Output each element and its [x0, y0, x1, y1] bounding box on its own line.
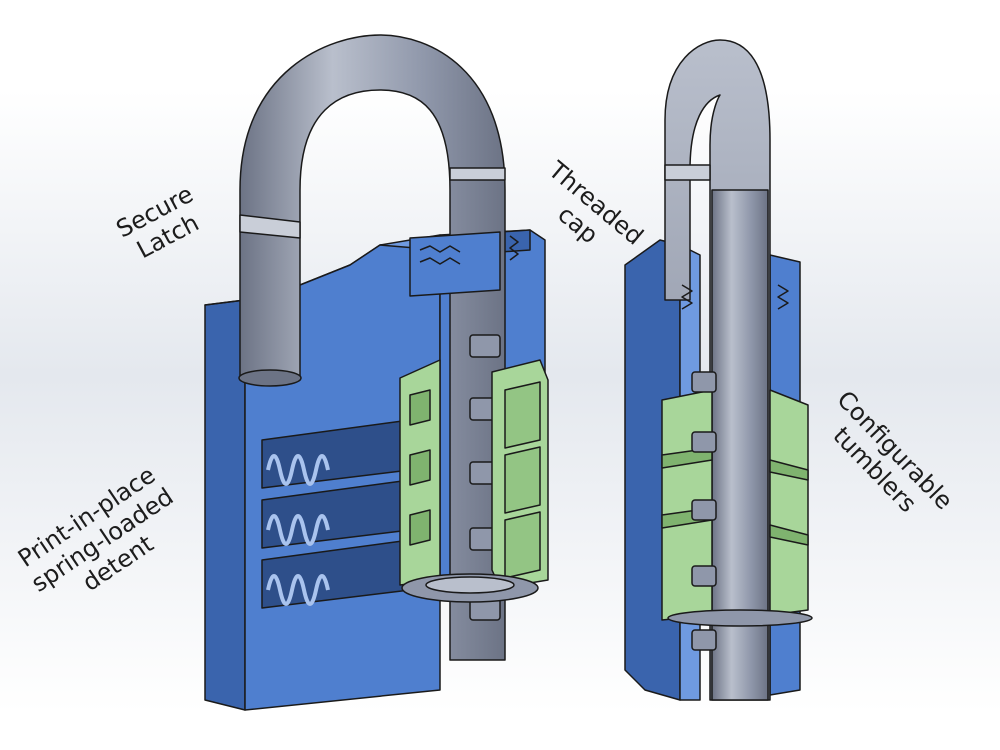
left-threaded-cap — [409, 231, 519, 297]
right-washer — [667, 609, 813, 627]
left-padlock — [204, 34, 549, 711]
left-body-side — [204, 299, 246, 711]
right-padlock — [624, 39, 813, 701]
left-shackle-end — [238, 369, 302, 387]
spring-detent-2 — [266, 514, 330, 546]
right-pins — [691, 371, 717, 651]
detent-slots — [261, 419, 411, 609]
spring-detent-1 — [266, 454, 330, 486]
spring-detent-3 — [266, 574, 330, 606]
left-tumblers — [399, 359, 549, 589]
